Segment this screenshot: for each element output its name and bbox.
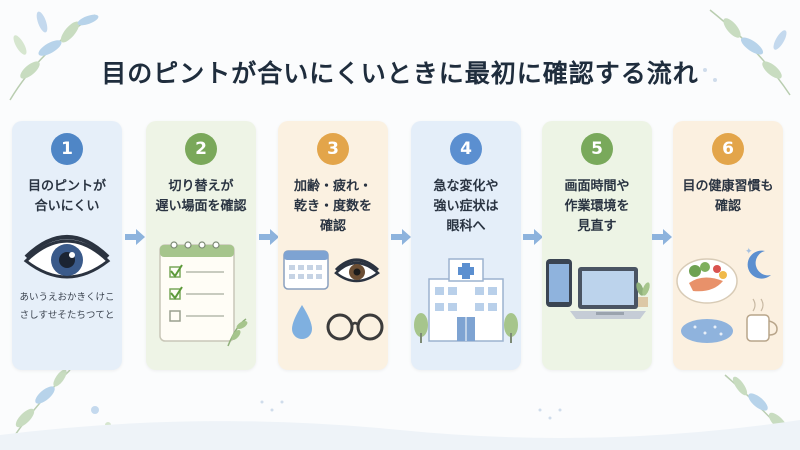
step-card-5: 5 画面時間や 作業環境を 見直す [542, 121, 652, 370]
wave-decoration-bottom-icon [0, 400, 800, 450]
phone-laptop-icon [546, 259, 650, 319]
calendar-eye-drop-glasses-icon [283, 250, 384, 341]
flow-arrow-icon [259, 229, 279, 245]
flow-arrow-icon [125, 229, 145, 245]
step-label: 目の健康習慣も 確認 [682, 179, 774, 214]
page-title: 目のピントが合いにくいときに最初に確認する流れ [101, 59, 699, 88]
step-number-badge: 2 [185, 133, 217, 165]
step-number-badge: 3 [317, 133, 349, 165]
eye-icon [23, 235, 111, 279]
checklist-icon [159, 241, 248, 347]
step-card-2: 2 切り替えが 遅い場面を確認 [146, 121, 256, 370]
step-label: 目のピントが 合いにくい [27, 179, 106, 214]
svg-text:✦: ✦ [745, 247, 753, 257]
step-label: 画面時間や 作業環境を 見直す [564, 179, 630, 234]
step-number-badge: 5 [581, 133, 613, 165]
hospital-icon [414, 258, 518, 343]
step-number-badge: 6 [712, 133, 744, 165]
step-card-3: 3 加齢・疲れ・ 乾き・度数を 確認 [278, 121, 388, 370]
step-label: 急な変化や 強い症状は 眼科へ [433, 179, 499, 234]
step-label: 加齢・疲れ・ 乾き・度数を 確認 [293, 179, 372, 234]
flow-arrow-icon [523, 229, 543, 245]
step-number-badge: 4 [450, 133, 482, 165]
step-card-4: 4 急な変化や 強い症状は 眼科へ [411, 121, 521, 370]
step-card-1: 1 目のピントが 合いにくい あいうえおかきくけこ さしすせそたちつてと [12, 121, 122, 370]
step-card-6: 6 目の健康習慣も 確認 ✦ [673, 121, 783, 370]
step-label: 切り替えが 遅い場面を確認 [155, 179, 247, 214]
meal-moon-coffee-icon: ✦ [676, 247, 778, 343]
leaf-decoration-top-right-icon [703, 9, 791, 96]
leaf-decoration-top-left-icon [9, 11, 99, 101]
step-number-badge: 1 [51, 133, 83, 165]
flow-arrow-icon [391, 229, 411, 245]
blurred-sample-text: あいうえおかきくけこ さしすせそたちつてと [19, 292, 115, 321]
flow-arrow-icon [652, 229, 672, 245]
